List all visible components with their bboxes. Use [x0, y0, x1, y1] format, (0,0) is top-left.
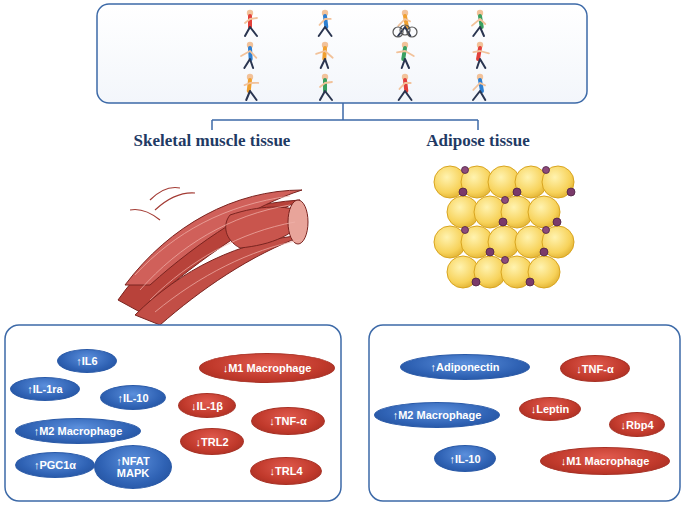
decrease-ellipse: ↓M1 Macrophage [540, 447, 670, 475]
tissue-heading: Adipose tissue [426, 131, 529, 151]
increase-ellipse: ↑PGC1α [15, 452, 95, 478]
increase-ellipse: ↑Adiponectin [400, 354, 530, 380]
marker-text: ↑NFAT MAPK [107, 455, 159, 479]
marker-text: ↓IL-1β [191, 400, 223, 412]
increase-ellipse: ↑NFAT MAPK [94, 445, 172, 489]
decrease-ellipse: ↓TNF-α [560, 355, 630, 382]
increase-ellipse: ↑M2 Macrophage [374, 402, 500, 428]
marker-text: ↓TNF-α [576, 363, 613, 375]
marker-text: ↓TRL2 [196, 436, 229, 448]
increase-ellipse: ↑M2 Macrophage [15, 418, 141, 444]
adipose-panel [369, 325, 680, 501]
marker-text: ↑IL6 [76, 355, 97, 367]
marker-text: ↑IL-10 [449, 453, 480, 465]
decrease-ellipse: ↓TRL2 [180, 428, 244, 455]
marker-text: ↑IL-1ra [27, 383, 62, 395]
activity-figures [241, 10, 489, 100]
marker-text: ↓TRL4 [270, 465, 303, 477]
adipose-illustration [434, 166, 575, 288]
marker-text: ↓Rbp4 [621, 419, 654, 431]
muscle-panel [5, 325, 341, 501]
decrease-ellipse: ↓TRL4 [250, 457, 322, 485]
tissue-heading: Skeletal muscle tissue [134, 131, 291, 151]
marker-text: ↑M2 Macrophage [34, 425, 123, 437]
increase-ellipse: ↑IL6 [57, 349, 117, 373]
branch-line [212, 103, 478, 130]
marker-text: ↓Leptin [531, 403, 570, 415]
marker-text: ↑Adiponectin [430, 361, 499, 373]
marker-text: ↑IL-10 [117, 392, 148, 404]
decrease-ellipse: ↓Rbp4 [609, 412, 665, 437]
decrease-ellipse: ↓IL-1β [178, 393, 236, 418]
increase-ellipse: ↑IL-10 [434, 445, 496, 472]
marker-text: ↑PGC1α [34, 459, 76, 471]
marker-text: ↓M1 Macrophage [223, 362, 312, 374]
marker-text: ↓M1 Macrophage [561, 455, 650, 467]
decrease-ellipse: ↓Leptin [519, 397, 581, 421]
marker-text: ↓TNF-α [269, 415, 306, 427]
muscle-illustration [118, 188, 308, 326]
increase-ellipse: ↑IL-10 [100, 385, 166, 410]
decrease-ellipse: ↓M1 Macrophage [199, 353, 335, 383]
decrease-ellipse: ↓TNF-α [251, 407, 325, 435]
activity-panel [97, 4, 587, 103]
marker-text: ↑M2 Macrophage [393, 409, 482, 421]
increase-ellipse: ↑IL-1ra [10, 377, 80, 401]
